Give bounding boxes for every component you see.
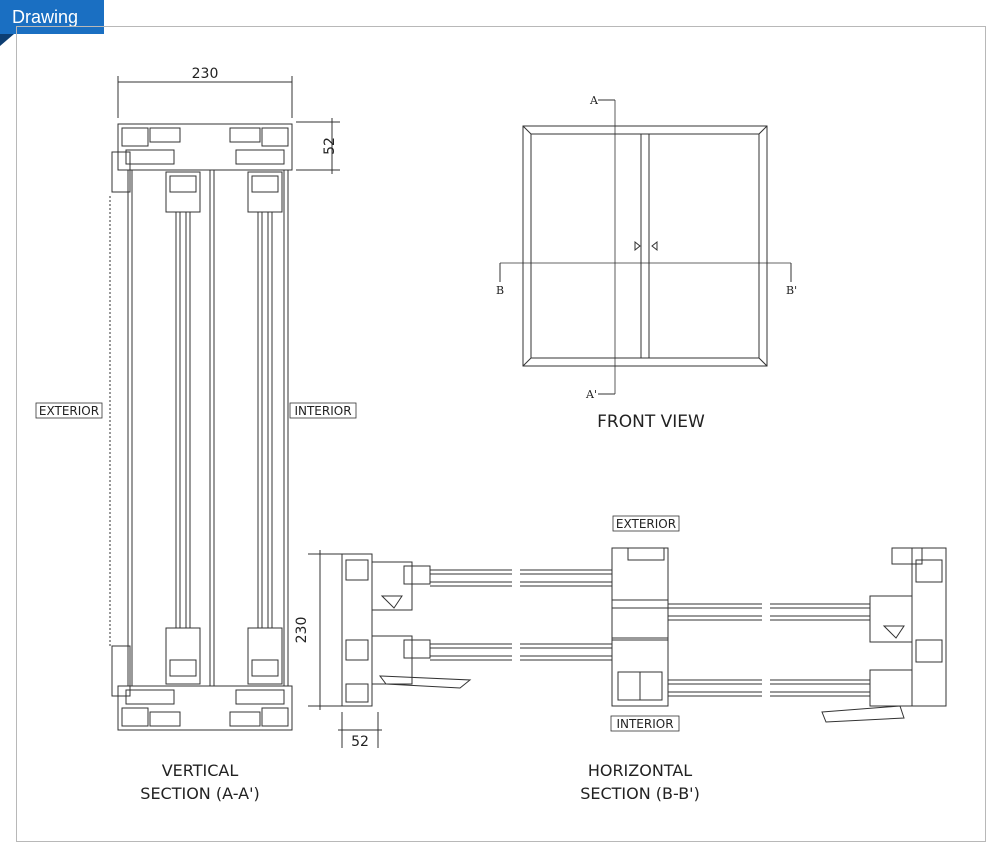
horizontal-section-drawing xyxy=(308,547,947,748)
h-height-dim-label: 230 xyxy=(294,617,310,644)
fv-open-mark-left xyxy=(634,240,641,252)
h-left-jamb xyxy=(341,553,373,707)
h-interior-label: INTERIOR xyxy=(616,717,673,731)
h-caption-line1: HORIZONTAL xyxy=(588,761,692,780)
fv-marker-a-prime: A' xyxy=(585,388,597,401)
drawing-tab-label: Drawing xyxy=(12,7,79,27)
fv-open-mark-right xyxy=(651,240,658,252)
v-frame-dim-label: 52 xyxy=(322,137,338,155)
v-interior-box xyxy=(289,402,357,419)
fv-outer-frame xyxy=(522,125,768,367)
h-ext-sash-left xyxy=(371,561,413,611)
h-int-sash-right xyxy=(869,669,913,707)
front-view-drawing xyxy=(499,99,792,395)
fv-marker-b-prime: B' xyxy=(786,284,797,297)
fv-marker-a: A xyxy=(589,94,599,107)
v-sill-frame xyxy=(117,685,293,731)
h-meeting-stile-ext xyxy=(611,547,669,609)
drawing-frame xyxy=(16,26,986,842)
v-interior-label: INTERIOR xyxy=(294,404,351,418)
v-head-frame xyxy=(117,123,293,171)
tab-notch xyxy=(0,34,14,46)
v-caption-line1: VERTICAL xyxy=(162,761,239,780)
h-interior-box xyxy=(610,715,680,732)
v-exterior-label: EXTERIOR xyxy=(39,404,99,418)
h-frame-dim-label: 52 xyxy=(351,734,369,750)
h-ext-sash-right xyxy=(869,595,913,643)
fv-inner-frame xyxy=(530,133,760,359)
h-right-jamb xyxy=(911,547,947,707)
fv-caption: FRONT VIEW xyxy=(597,412,705,432)
h-handle-left xyxy=(378,675,472,689)
v-ext-sash-bottom xyxy=(165,627,201,685)
v-caption-line2: SECTION (A-A') xyxy=(140,784,259,803)
fv-marker-b: B xyxy=(496,284,504,297)
h-exterior-label: EXTERIOR xyxy=(616,517,676,531)
v-exterior-box xyxy=(35,402,103,419)
v-ext-sash-top xyxy=(165,171,201,213)
v-width-dim-label: 230 xyxy=(192,66,219,82)
v-int-sash-bottom xyxy=(247,627,283,685)
h-handle-right xyxy=(821,705,905,723)
h-exterior-box xyxy=(612,515,680,532)
h-caption-line2: SECTION (B-B') xyxy=(580,784,700,803)
v-int-sash-top xyxy=(247,171,283,213)
drawing-tab[interactable]: Drawing xyxy=(0,0,104,34)
vertical-section-drawing xyxy=(109,76,340,731)
h-meeting-stile-int xyxy=(611,637,669,707)
